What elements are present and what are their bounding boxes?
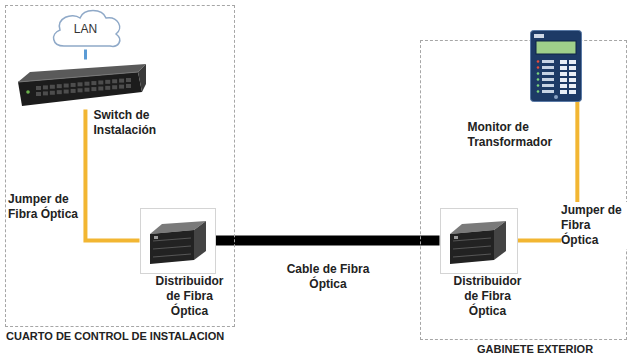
device-label: Distribuidor de Fibra Óptica	[448, 274, 528, 319]
fiber-distributor-shape	[440, 208, 518, 274]
lan-link	[84, 50, 87, 60]
connector-label: Cable de Fibra Óptica	[283, 262, 373, 292]
switch-illustration	[18, 64, 146, 106]
fiber-distributor: Distribuidor de Fibra Óptica	[438, 208, 532, 321]
region-box: GABINETE EXTERIORMonitor de Transformado…	[420, 40, 627, 340]
region-title: GABINETE EXTERIOR	[477, 343, 593, 355]
monitor-illustration	[530, 30, 581, 101]
device-label: Monitor de Transformador	[468, 120, 564, 150]
transformer-monitor: Monitor de Transformador	[464, 30, 584, 156]
distributor-illustration	[440, 208, 517, 273]
network-switch: Switch de Instalación	[14, 60, 166, 144]
fiber-distributor-shape	[140, 208, 216, 274]
cloud-shape: LAN	[48, 6, 124, 50]
distributor-illustration	[140, 208, 215, 273]
cloud-label: LAN	[48, 22, 124, 36]
device-label: Switch de Instalación	[94, 108, 164, 138]
device-label: Distribuidor de Fibra Óptica	[150, 274, 230, 319]
connector-label: Jumper de Fibra Óptica	[561, 202, 627, 249]
connector-label: Jumper de Fibra Óptica	[8, 192, 80, 222]
fiber-cable	[216, 236, 440, 246]
transformer-monitor-shape	[530, 30, 582, 102]
fiber-distributor: Distribuidor de Fibra Óptica	[138, 208, 232, 321]
region-box: CUARTO DE CONTROL DE INSTALACIONLANSwitc…	[5, 5, 235, 327]
network-switch-shape	[14, 60, 146, 110]
region-title: CUARTO DE CONTROL DE INSTALACION	[6, 330, 224, 342]
